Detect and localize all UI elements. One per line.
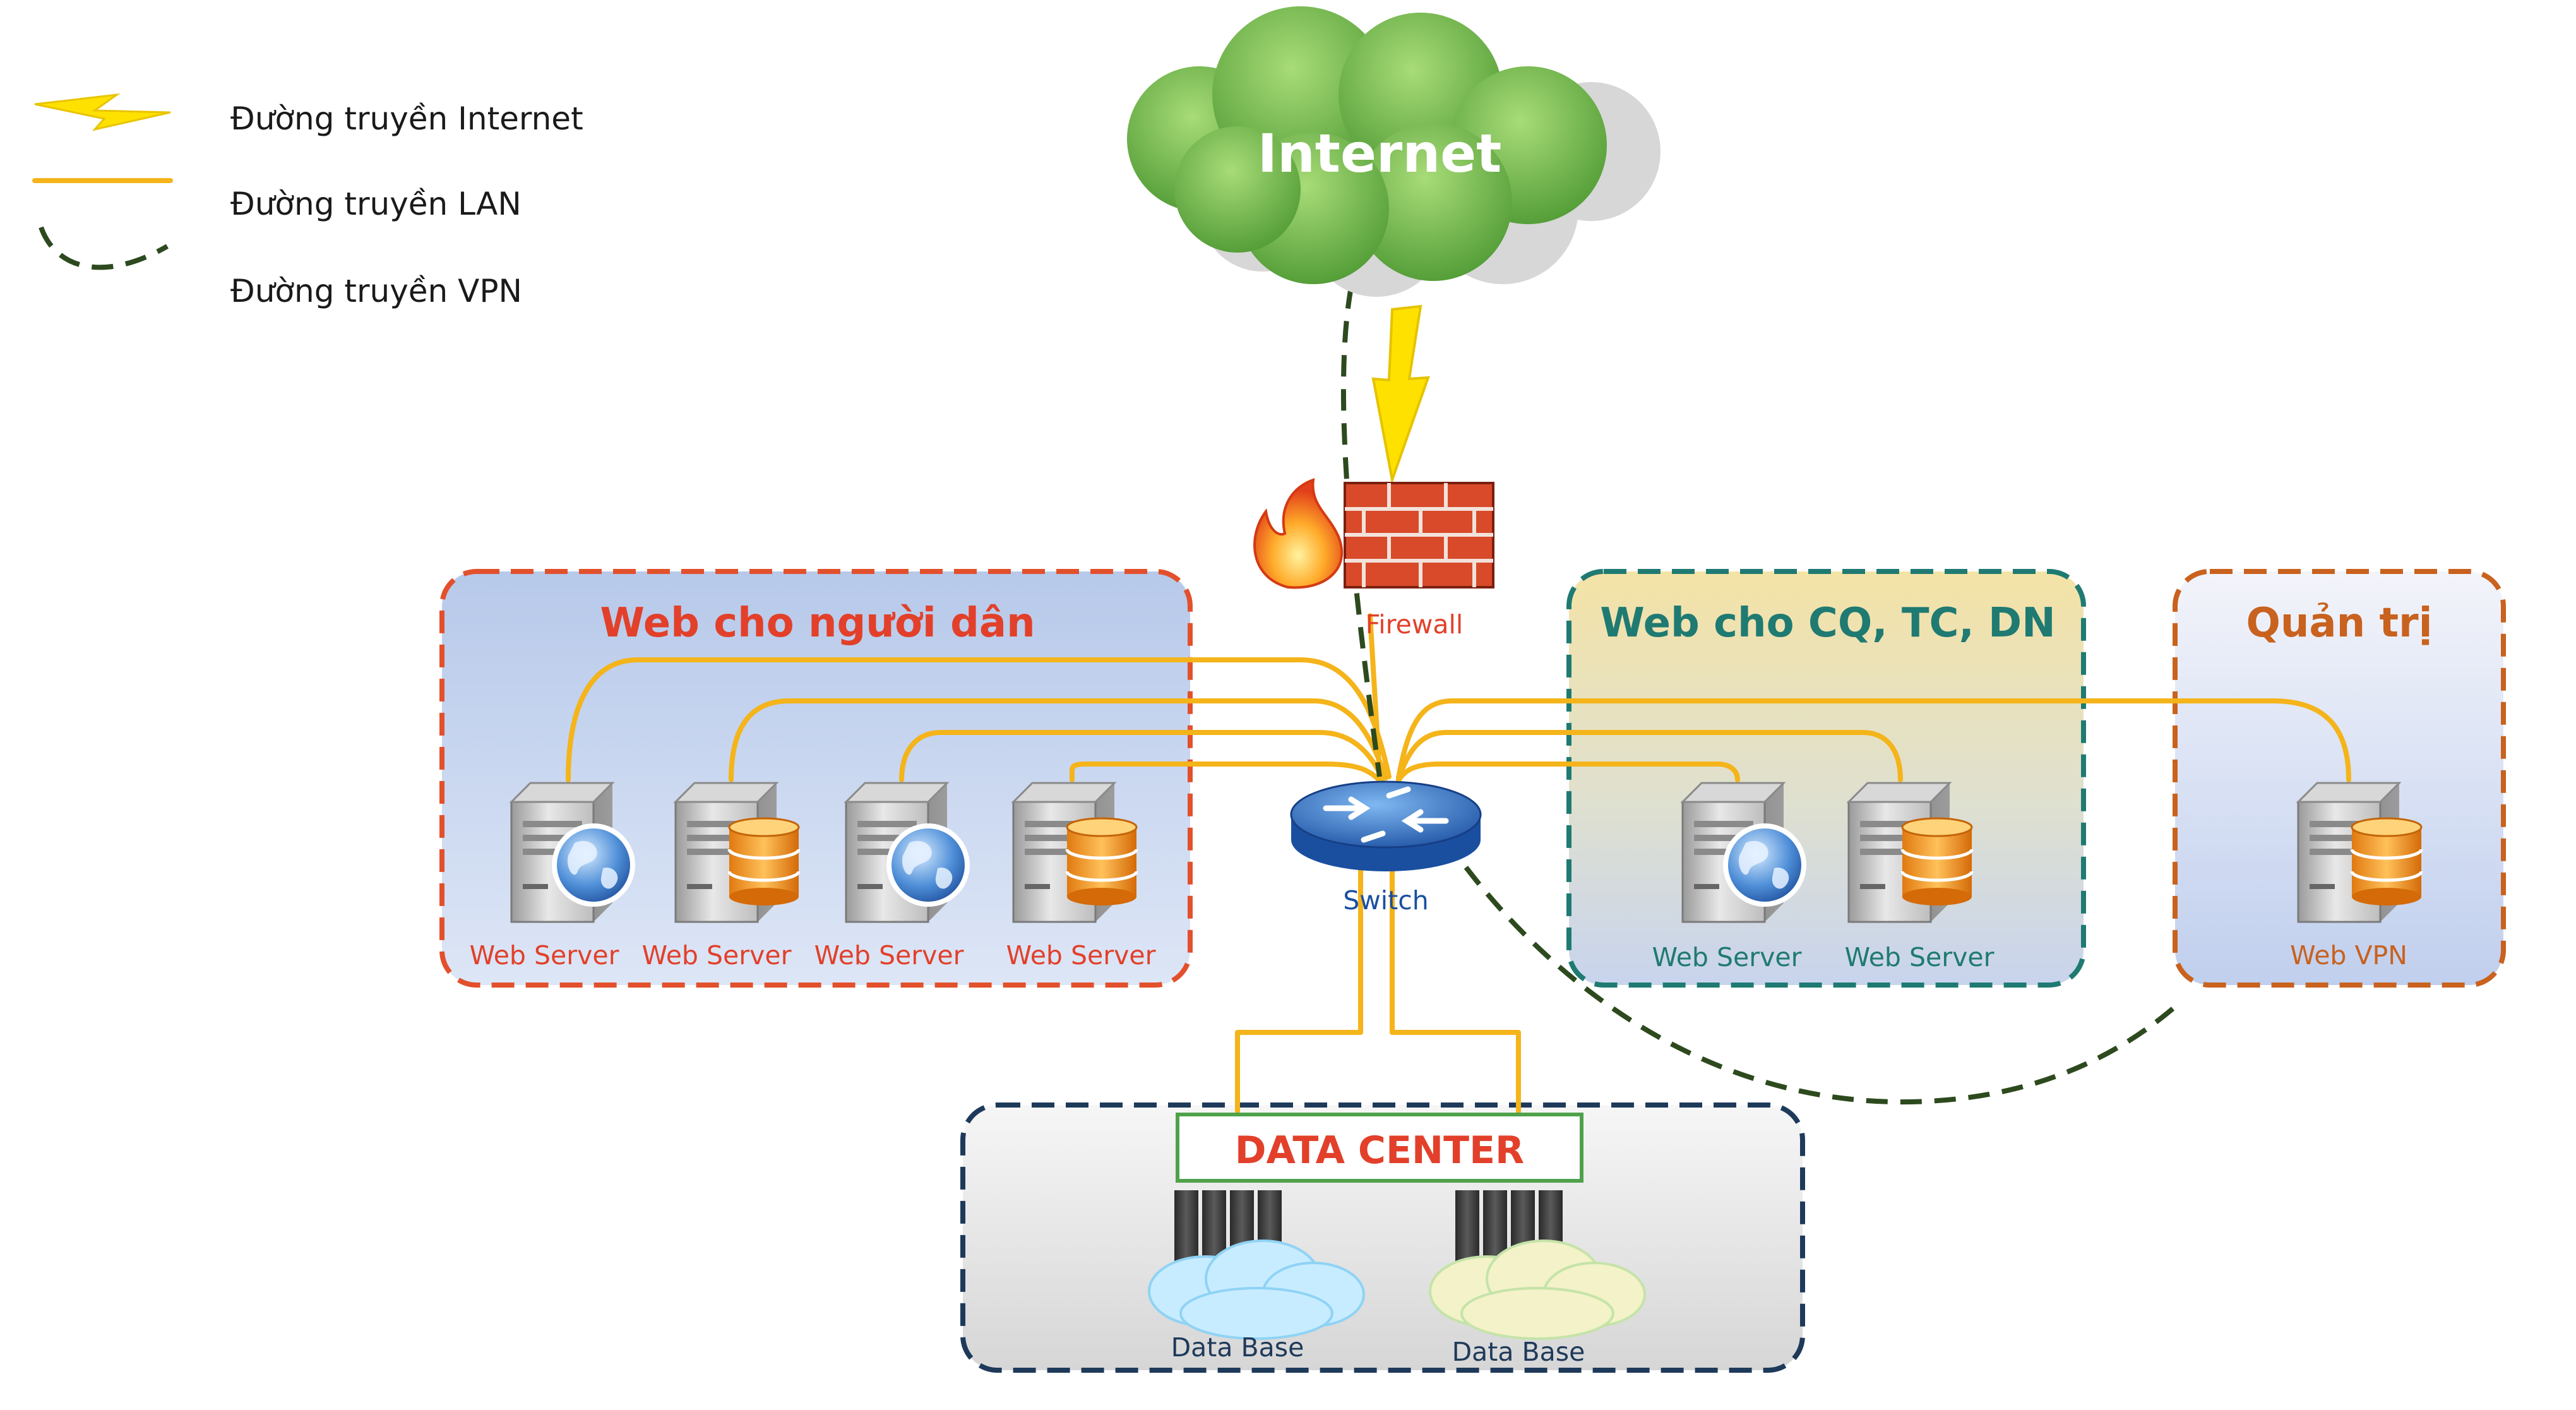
database-icon (1067, 818, 1136, 905)
internet-label: Internet (1258, 122, 1502, 184)
lan-link-citizens-4 (1070, 762, 1382, 783)
internet-lightning-icon (1371, 304, 1430, 485)
globe-icon (1726, 826, 1804, 904)
server-label: Web VPN (2290, 940, 2407, 971)
legend-vpn-label: Đường truyền VPN (230, 273, 522, 309)
database-cluster-2 (1429, 1190, 1646, 1340)
datacenter-title-box (1176, 1113, 1583, 1183)
legend-lan-label: Đường truyền LAN (230, 186, 522, 222)
server-label: Web Server (642, 940, 792, 971)
server-label: Web Server (814, 940, 964, 971)
lan-link-org-1 (1396, 762, 1740, 783)
citizens-group-title: Web cho người dân (600, 600, 1035, 647)
database-icon (2352, 818, 2421, 905)
lan-link-admin (1396, 698, 2351, 782)
internet-cloud: Internet (1127, 6, 1661, 297)
firewall-label: Firewall (1366, 609, 1464, 640)
switch-label: Switch (1343, 885, 1429, 916)
lan-link-org-2 (1396, 730, 1903, 782)
lan-link-datacenter-left (1235, 856, 1363, 1114)
lan-link-citizens-3 (899, 730, 1385, 782)
fire-icon (1253, 478, 1344, 589)
firewall-icon (1253, 478, 1494, 589)
database-icon (729, 818, 799, 905)
lan-link-citizens-1 (566, 657, 1392, 782)
organizations-group-title: Web cho CQ, TC, DN (1600, 600, 2055, 647)
internet-line-legend-icon (34, 93, 171, 131)
server-label: Web Server (1845, 942, 1995, 972)
datacenter-title: DATA CENTER (1235, 1128, 1525, 1173)
database-icon (1902, 818, 1972, 905)
database-cluster-1 (1148, 1190, 1365, 1340)
cloud-icon (1429, 1240, 1646, 1340)
server-label: Web Server (1652, 942, 1802, 972)
cloud-icon (1148, 1240, 1365, 1340)
server-label: Web Server (470, 940, 619, 971)
switch-icon (1290, 780, 1482, 871)
admin-group-title: Quản trị (2246, 600, 2432, 647)
vpn-line-legend-icon (39, 226, 169, 270)
database-label: Data Base (1452, 1337, 1585, 1367)
database-label: Data Base (1171, 1332, 1304, 1363)
legend: Đường truyền Internet Đường truyền LAN Đ… (32, 93, 583, 309)
legend-internet-label: Đường truyền Internet (230, 100, 583, 137)
server-label: Web Server (1006, 940, 1156, 971)
globe-icon (889, 826, 967, 904)
lan-connections (566, 613, 2351, 1114)
globe-icon (554, 826, 633, 904)
lan-link-datacenter-right (1390, 856, 1521, 1114)
lan-link-citizens-2 (729, 698, 1388, 782)
vpn-link-switch-admin (1443, 838, 2180, 1105)
